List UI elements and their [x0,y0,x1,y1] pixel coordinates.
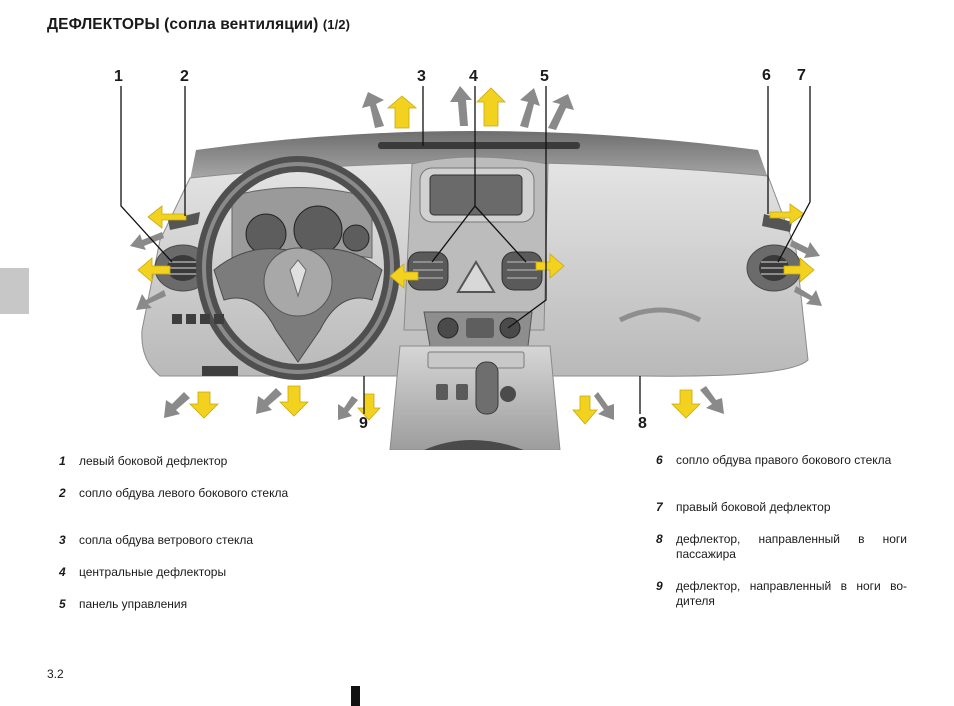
legend-right: 6 сопло обдува правого бокового стекла 7… [656,453,907,623]
hazard-button [456,260,496,293]
callout-1: 1 [114,68,123,85]
armrest [424,440,524,450]
legend-text: сопло обдува левого бокового стекла [79,486,289,500]
legend-text: дефлектор, направленный в ноги пассажира [676,532,907,561]
legend-number: 4 [59,565,66,579]
section-tab [0,268,29,314]
legend-text: дефлектор, направленный в ноги во­дителя [676,579,907,608]
callout-5: 5 [540,68,549,85]
callout-leaders [120,86,811,414]
dashboard-illustration [120,86,822,450]
callout-6: 6 [762,67,771,84]
airflow-arrows [137,87,815,425]
page-number: 3.2 [47,667,64,681]
page-title-part: (1/2) [322,17,351,32]
display-screen [429,174,523,216]
legend-number: 9 [656,579,663,593]
gear-shifter [475,361,499,415]
page-title: ДЕФЛЕКТОРЫ (сопла вентиляции) (1/2) [47,16,350,34]
callout-7: 7 [797,67,806,84]
legend-number: 5 [59,597,66,611]
airflow-arrows-grey [130,86,822,420]
callout-2: 2 [180,68,189,85]
lower-console [389,345,561,450]
legend-text: сопло обдува правого бокового стекла [676,453,892,467]
legend-number: 8 [656,532,663,546]
glovebox-handle [618,307,702,323]
callout-8: 8 [638,415,647,432]
left-switch-panel [172,314,238,376]
legend-number: 1 [59,454,66,468]
legend-text: центральные дефлекторы [79,565,227,579]
legend-number: 2 [59,486,66,500]
legend-number: 3 [59,533,66,547]
steering-wheel [196,156,400,380]
legend-left: 1 левый боковой дефлектор 2 сопло обдува… [59,454,311,624]
legend-text: правый боковой дефлектор [676,500,831,514]
legend-text: панель управления [79,597,188,611]
callout-3: 3 [417,68,426,85]
callout-4: 4 [469,68,478,85]
callout-9: 9 [359,415,368,432]
legend-number: 7 [656,500,663,514]
page-marker [351,686,360,706]
page-title-text: ДЕФЛЕКТОРЫ (сопла вентиляции) [47,16,319,33]
windshield-vent [378,142,580,149]
legend-number: 6 [656,453,663,467]
legend-text: сопла обдува ветрового стекла [79,533,254,547]
legend-text: левый боковой дефлектор [79,454,228,468]
